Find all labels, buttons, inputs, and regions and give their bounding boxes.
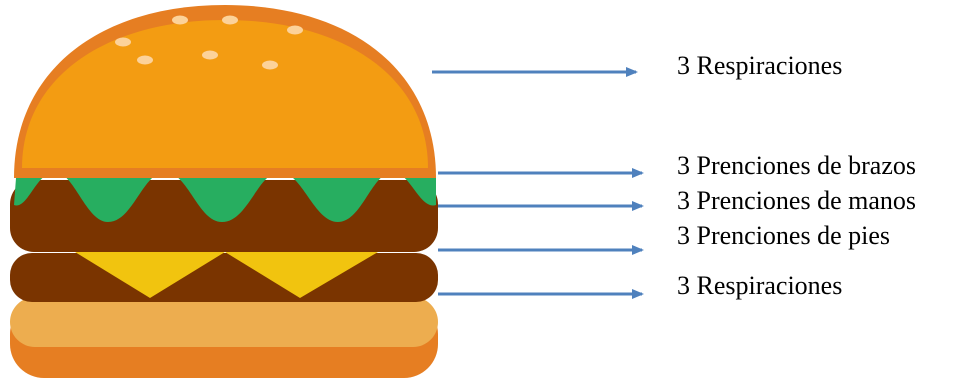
label-top-bun: 3 Respiraciones: [677, 52, 842, 80]
label-upper-patty: 3 Prenciones de manos: [677, 187, 916, 215]
label-bottom-bun: 3 Respiraciones: [677, 272, 842, 300]
label-cheese: 3 Prenciones de pies: [677, 222, 890, 250]
label-lettuce: 3 Prenciones de brazos: [677, 152, 916, 180]
